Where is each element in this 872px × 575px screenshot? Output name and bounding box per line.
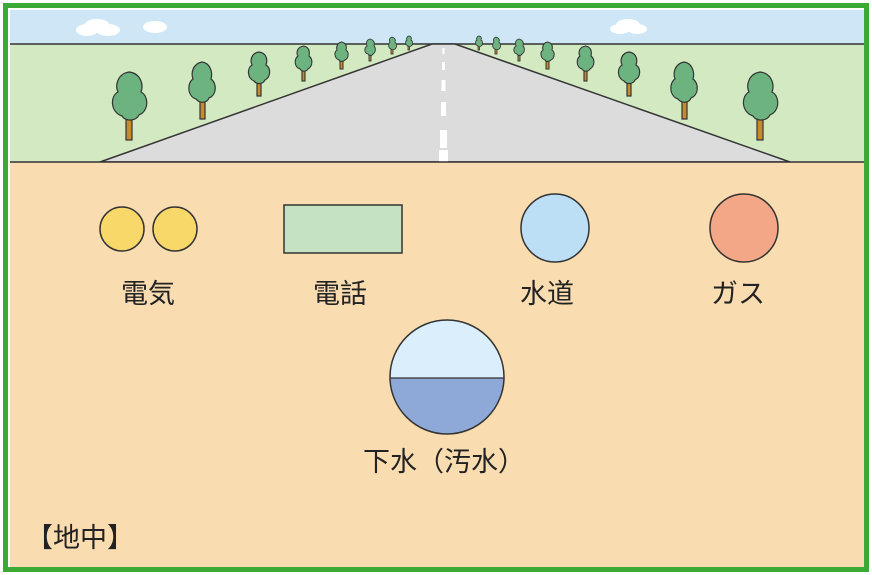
tree-left-4 (294, 45, 313, 82)
tree-left-5 (334, 41, 349, 70)
tree-right-5 (576, 45, 595, 82)
gas-pipe (709, 193, 779, 263)
telephone-label: 電話 (313, 279, 367, 310)
sewage-pipe (389, 319, 505, 435)
tree-left-6 (364, 38, 376, 62)
tree-right-6 (617, 51, 641, 97)
sewage-label: 下水（汚水） (363, 447, 525, 478)
tree-right-2 (492, 36, 501, 55)
telephone-conduit (283, 204, 403, 254)
road-center-line (439, 48, 448, 162)
cloud-left (76, 19, 167, 36)
tree-left-3 (247, 51, 271, 97)
gas-label: ガス (711, 279, 765, 310)
sky (10, 10, 866, 44)
tree-left-2 (188, 61, 216, 120)
electricity-pipes (99, 206, 198, 252)
water-pipe (520, 193, 590, 263)
tree-right-7 (670, 61, 698, 120)
underground-label: 【地中】 (26, 523, 134, 554)
tree-right-1 (475, 35, 483, 51)
tree-right-3 (513, 38, 525, 62)
diagram-border (3, 3, 869, 572)
tree-left-1 (111, 71, 148, 141)
cloud-right (610, 19, 647, 34)
tree-left-7 (388, 36, 397, 55)
tree-right-8 (742, 71, 779, 141)
water-label: 水道 (520, 279, 574, 310)
tree-left-8 (405, 35, 413, 51)
tree-right-4 (540, 41, 555, 70)
electricity-label: 電気 (121, 279, 175, 310)
